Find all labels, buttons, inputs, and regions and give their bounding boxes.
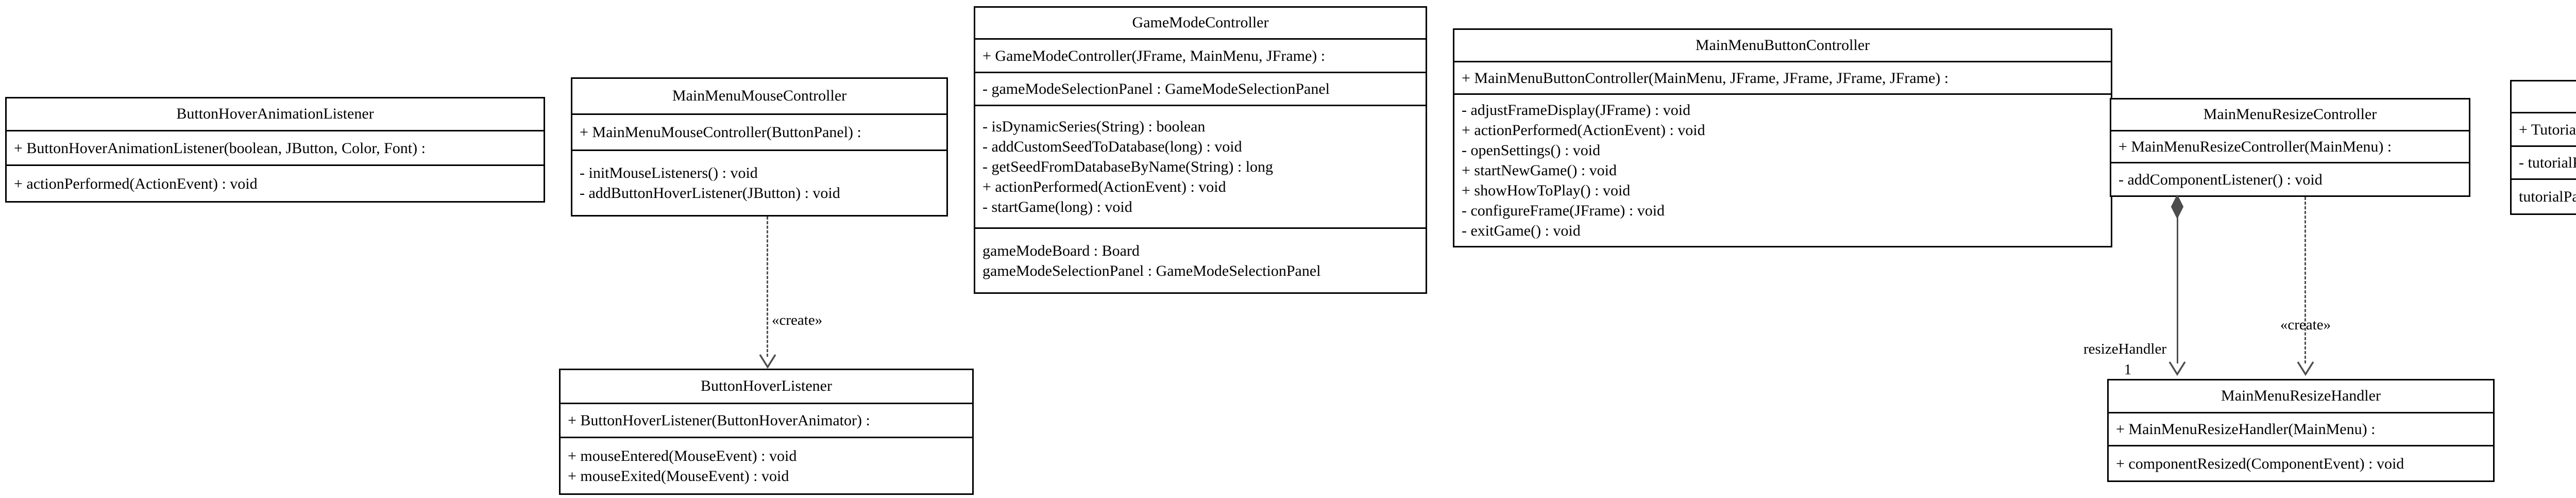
class-method: - openSettings() : void <box>1462 142 1601 159</box>
class-constructor: + GameModeController(JFrame, MainMenu, J… <box>982 47 1326 64</box>
class-methods-compartment: + componentResized(ComponentEvent) : voi… <box>2109 446 2493 480</box>
class-constructors-compartment: + MainMenuResizeController(MainMenu) : <box>2111 131 2469 163</box>
class-box-main-menu-button-controller[interactable]: MainMenuButtonController + MainMenuButto… <box>1453 28 2112 247</box>
class-box-main-menu-resize-handler[interactable]: MainMenuResizeHandler + MainMenuResizeHa… <box>2107 379 2495 482</box>
class-name: ButtonHoverAnimationListener <box>176 105 374 123</box>
class-name-compartment: GameModeController <box>975 8 1426 40</box>
class-box-button-hover-animation-listener[interactable]: ButtonHoverAnimationListener + ButtonHov… <box>5 97 545 203</box>
relationship-stereotype-label: «create» <box>772 312 823 328</box>
class-box-main-menu-resize-controller[interactable]: MainMenuResizeController + MainMenuResiz… <box>2110 98 2470 197</box>
class-name-compartment: MainMenuResizeHandler <box>2109 380 2493 413</box>
class-name: MainMenuButtonController <box>1695 36 1870 54</box>
class-name-compartment: MainMenuMouseController <box>572 79 946 115</box>
open-arrow-head-icon <box>2168 360 2186 377</box>
class-constructors-compartment: + TutorialController(MainMenu, JFrame) : <box>2512 113 2576 147</box>
class-methods-compartment: - addComponentListener() : void <box>2111 163 2469 195</box>
class-name: MainMenuResizeHandler <box>2221 387 2381 405</box>
class-methods-compartment: - initMouseListeners() : void - addButto… <box>572 151 946 215</box>
aggregation-line <box>2177 217 2178 363</box>
class-name: MainMenuMouseController <box>672 87 847 105</box>
class-box-button-hover-listener[interactable]: ButtonHoverListener + ButtonHoverListene… <box>559 369 974 495</box>
class-method: - getSeedFromDatabaseByName(String) : lo… <box>982 158 1274 175</box>
class-method: + actionPerformed(ActionEvent) : void <box>1462 122 1705 139</box>
class-constructor: + MainMenuResizeHandler(MainMenu) : <box>2116 421 2376 438</box>
class-method: - addButtonHoverListener(JButton) : void <box>580 185 840 202</box>
class-box-game-mode-controller[interactable]: GameModeController + GameModeController(… <box>974 6 1427 294</box>
class-method: + componentResized(ComponentEvent) : voi… <box>2116 455 2404 472</box>
class-methods-compartment: - isDynamicSeries(String) : boolean - ad… <box>975 106 1426 229</box>
class-methods-compartment: + mouseEntered(MouseEvent) : void + mous… <box>561 438 972 493</box>
class-constructor: + ButtonHoverListener(ButtonHoverAnimato… <box>568 412 870 429</box>
class-method: + mouseEntered(MouseEvent) : void <box>568 447 797 464</box>
class-attribute: - tutorialPanel : TutorialPanel <box>2519 154 2576 171</box>
class-constructors-compartment: + GameModeController(JFrame, MainMenu, J… <box>975 40 1426 73</box>
class-extras-compartment: gameModeBoard : Board gameModeSelectionP… <box>975 229 1426 292</box>
dependency-line <box>767 217 768 357</box>
class-constructors-compartment: + ButtonHoverAnimationListener(boolean, … <box>7 131 544 166</box>
class-method: - startGame(long) : void <box>982 198 1132 215</box>
dependency-line <box>2304 197 2306 363</box>
class-method: + startNewGame() : void <box>1462 162 1617 179</box>
open-arrow-head-icon <box>759 353 776 370</box>
class-constructors-compartment: + ButtonHoverListener(ButtonHoverAnimato… <box>561 404 972 438</box>
class-constructor: + MainMenuMouseController(ButtonPanel) : <box>580 124 861 141</box>
class-method: + mouseExited(MouseEvent) : void <box>568 467 789 485</box>
class-extras-compartment: tutorialPanel : JPanel <box>2512 180 2576 213</box>
class-extra: gameModeSelectionPanel : GameModeSelecti… <box>982 262 1321 279</box>
class-method: - isDynamicSeries(String) : boolean <box>982 118 1206 135</box>
class-box-main-menu-mouse-controller[interactable]: MainMenuMouseController + MainMenuMouseC… <box>571 77 948 217</box>
class-name-compartment: ButtonHoverListener <box>561 370 972 404</box>
class-method: + actionPerformed(ActionEvent) : void <box>982 178 1226 195</box>
class-name-compartment: ButtonHoverAnimationListener <box>7 98 544 131</box>
class-method: - adjustFrameDisplay(JFrame) : void <box>1462 102 1691 119</box>
relationship-stereotype-label: «create» <box>2280 317 2331 333</box>
relationship-role-label: resizeHandler <box>2083 341 2166 357</box>
class-name: ButtonHoverListener <box>701 377 832 395</box>
class-methods-compartment: + actionPerformed(ActionEvent) : void <box>7 166 544 201</box>
class-attributes-compartment: - tutorialPanel : TutorialPanel <box>2512 147 2576 180</box>
class-box-tutorial-controller[interactable]: TutorialController + TutorialController(… <box>2510 80 2576 215</box>
class-name: GameModeController <box>1132 14 1269 31</box>
class-method: - initMouseListeners() : void <box>580 164 758 181</box>
class-method: + showHowToPlay() : void <box>1462 182 1631 199</box>
class-name-compartment: MainMenuResizeController <box>2111 99 2469 131</box>
class-extra: tutorialPanel : JPanel <box>2519 188 2576 205</box>
class-name: MainMenuResizeController <box>2203 106 2377 123</box>
relationship-multiplicity-label: 1 <box>2124 361 2132 378</box>
class-extra: gameModeBoard : Board <box>982 242 1140 259</box>
class-constructors-compartment: + MainMenuMouseController(ButtonPanel) : <box>572 115 946 151</box>
class-attributes-compartment: - gameModeSelectionPanel : GameModeSelec… <box>975 73 1426 106</box>
class-method: - addComponentListener() : void <box>2119 171 2323 188</box>
class-constructor: + TutorialController(MainMenu, JFrame) : <box>2519 121 2576 138</box>
open-arrow-head-icon <box>2297 360 2314 377</box>
class-constructor: + MainMenuResizeController(MainMenu) : <box>2119 138 2392 155</box>
class-constructors-compartment: + MainMenuResizeHandler(MainMenu) : <box>2109 413 2493 446</box>
class-method: - exitGame() : void <box>1462 222 1581 239</box>
class-constructors-compartment: + MainMenuButtonController(MainMenu, JFr… <box>1454 62 2111 95</box>
class-name-compartment: TutorialController <box>2512 81 2576 113</box>
class-name: TutorialController <box>2519 87 2576 106</box>
class-constructor: + MainMenuButtonController(MainMenu, JFr… <box>1462 69 1949 87</box>
class-attribute: - gameModeSelectionPanel : GameModeSelec… <box>982 80 1330 97</box>
class-method: + actionPerformed(ActionEvent) : void <box>14 175 258 192</box>
filled-diamond-icon <box>2171 195 2184 219</box>
class-method: - addCustomSeedToDatabase(long) : void <box>982 138 1242 155</box>
class-name-compartment: MainMenuButtonController <box>1454 30 2111 62</box>
class-methods-compartment: - adjustFrameDisplay(JFrame) : void + ac… <box>1454 95 2111 246</box>
class-method: - configureFrame(JFrame) : void <box>1462 202 1665 219</box>
class-constructor: + ButtonHoverAnimationListener(boolean, … <box>14 139 426 157</box>
